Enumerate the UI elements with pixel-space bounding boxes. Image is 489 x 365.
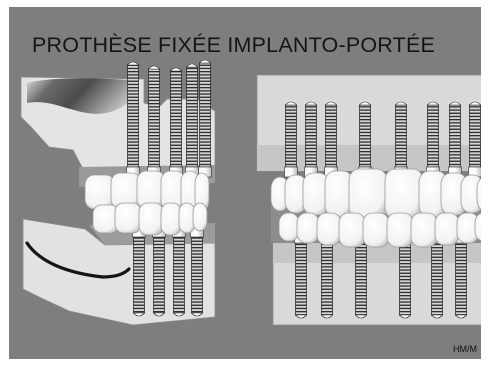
dental-implant [199,60,212,177]
dental-implant [191,227,204,316]
dental-implant [395,102,408,177]
dental-implant [153,227,166,316]
dental-implant [427,102,440,177]
tooth [339,213,365,247]
illustration-card: PROTHÈSE FIXÉE IMPLANTO-PORTÉE [9,7,481,359]
tooth [115,203,141,233]
tooth [349,169,387,219]
tooth [139,203,163,235]
tooth [387,213,413,247]
dental-implant [455,233,468,318]
tooth [435,213,459,245]
tooth [193,203,207,231]
tooth [363,213,389,247]
credit-initials: HM/M [453,344,477,354]
dental-implant [170,68,183,177]
dental-implant [305,102,318,177]
dental-implant [469,102,482,177]
dental-implant [285,102,298,177]
dental-implant [449,102,462,177]
tooth [385,169,423,219]
dental-implant [133,227,146,316]
dental-implant [186,64,199,177]
tooth [411,213,437,247]
tooth [279,213,299,241]
tooth [161,203,181,235]
tooth [85,175,115,209]
dental-implant [325,102,338,177]
dental-implant [321,233,334,318]
dental-implant [295,233,308,318]
dental-implant [127,62,140,177]
tooth [317,213,341,245]
dental-implant [148,66,161,177]
dental-implant [173,227,186,316]
dental-implant [359,102,372,177]
tooth [297,213,319,243]
implant-prosthesis-illustration [9,7,481,359]
